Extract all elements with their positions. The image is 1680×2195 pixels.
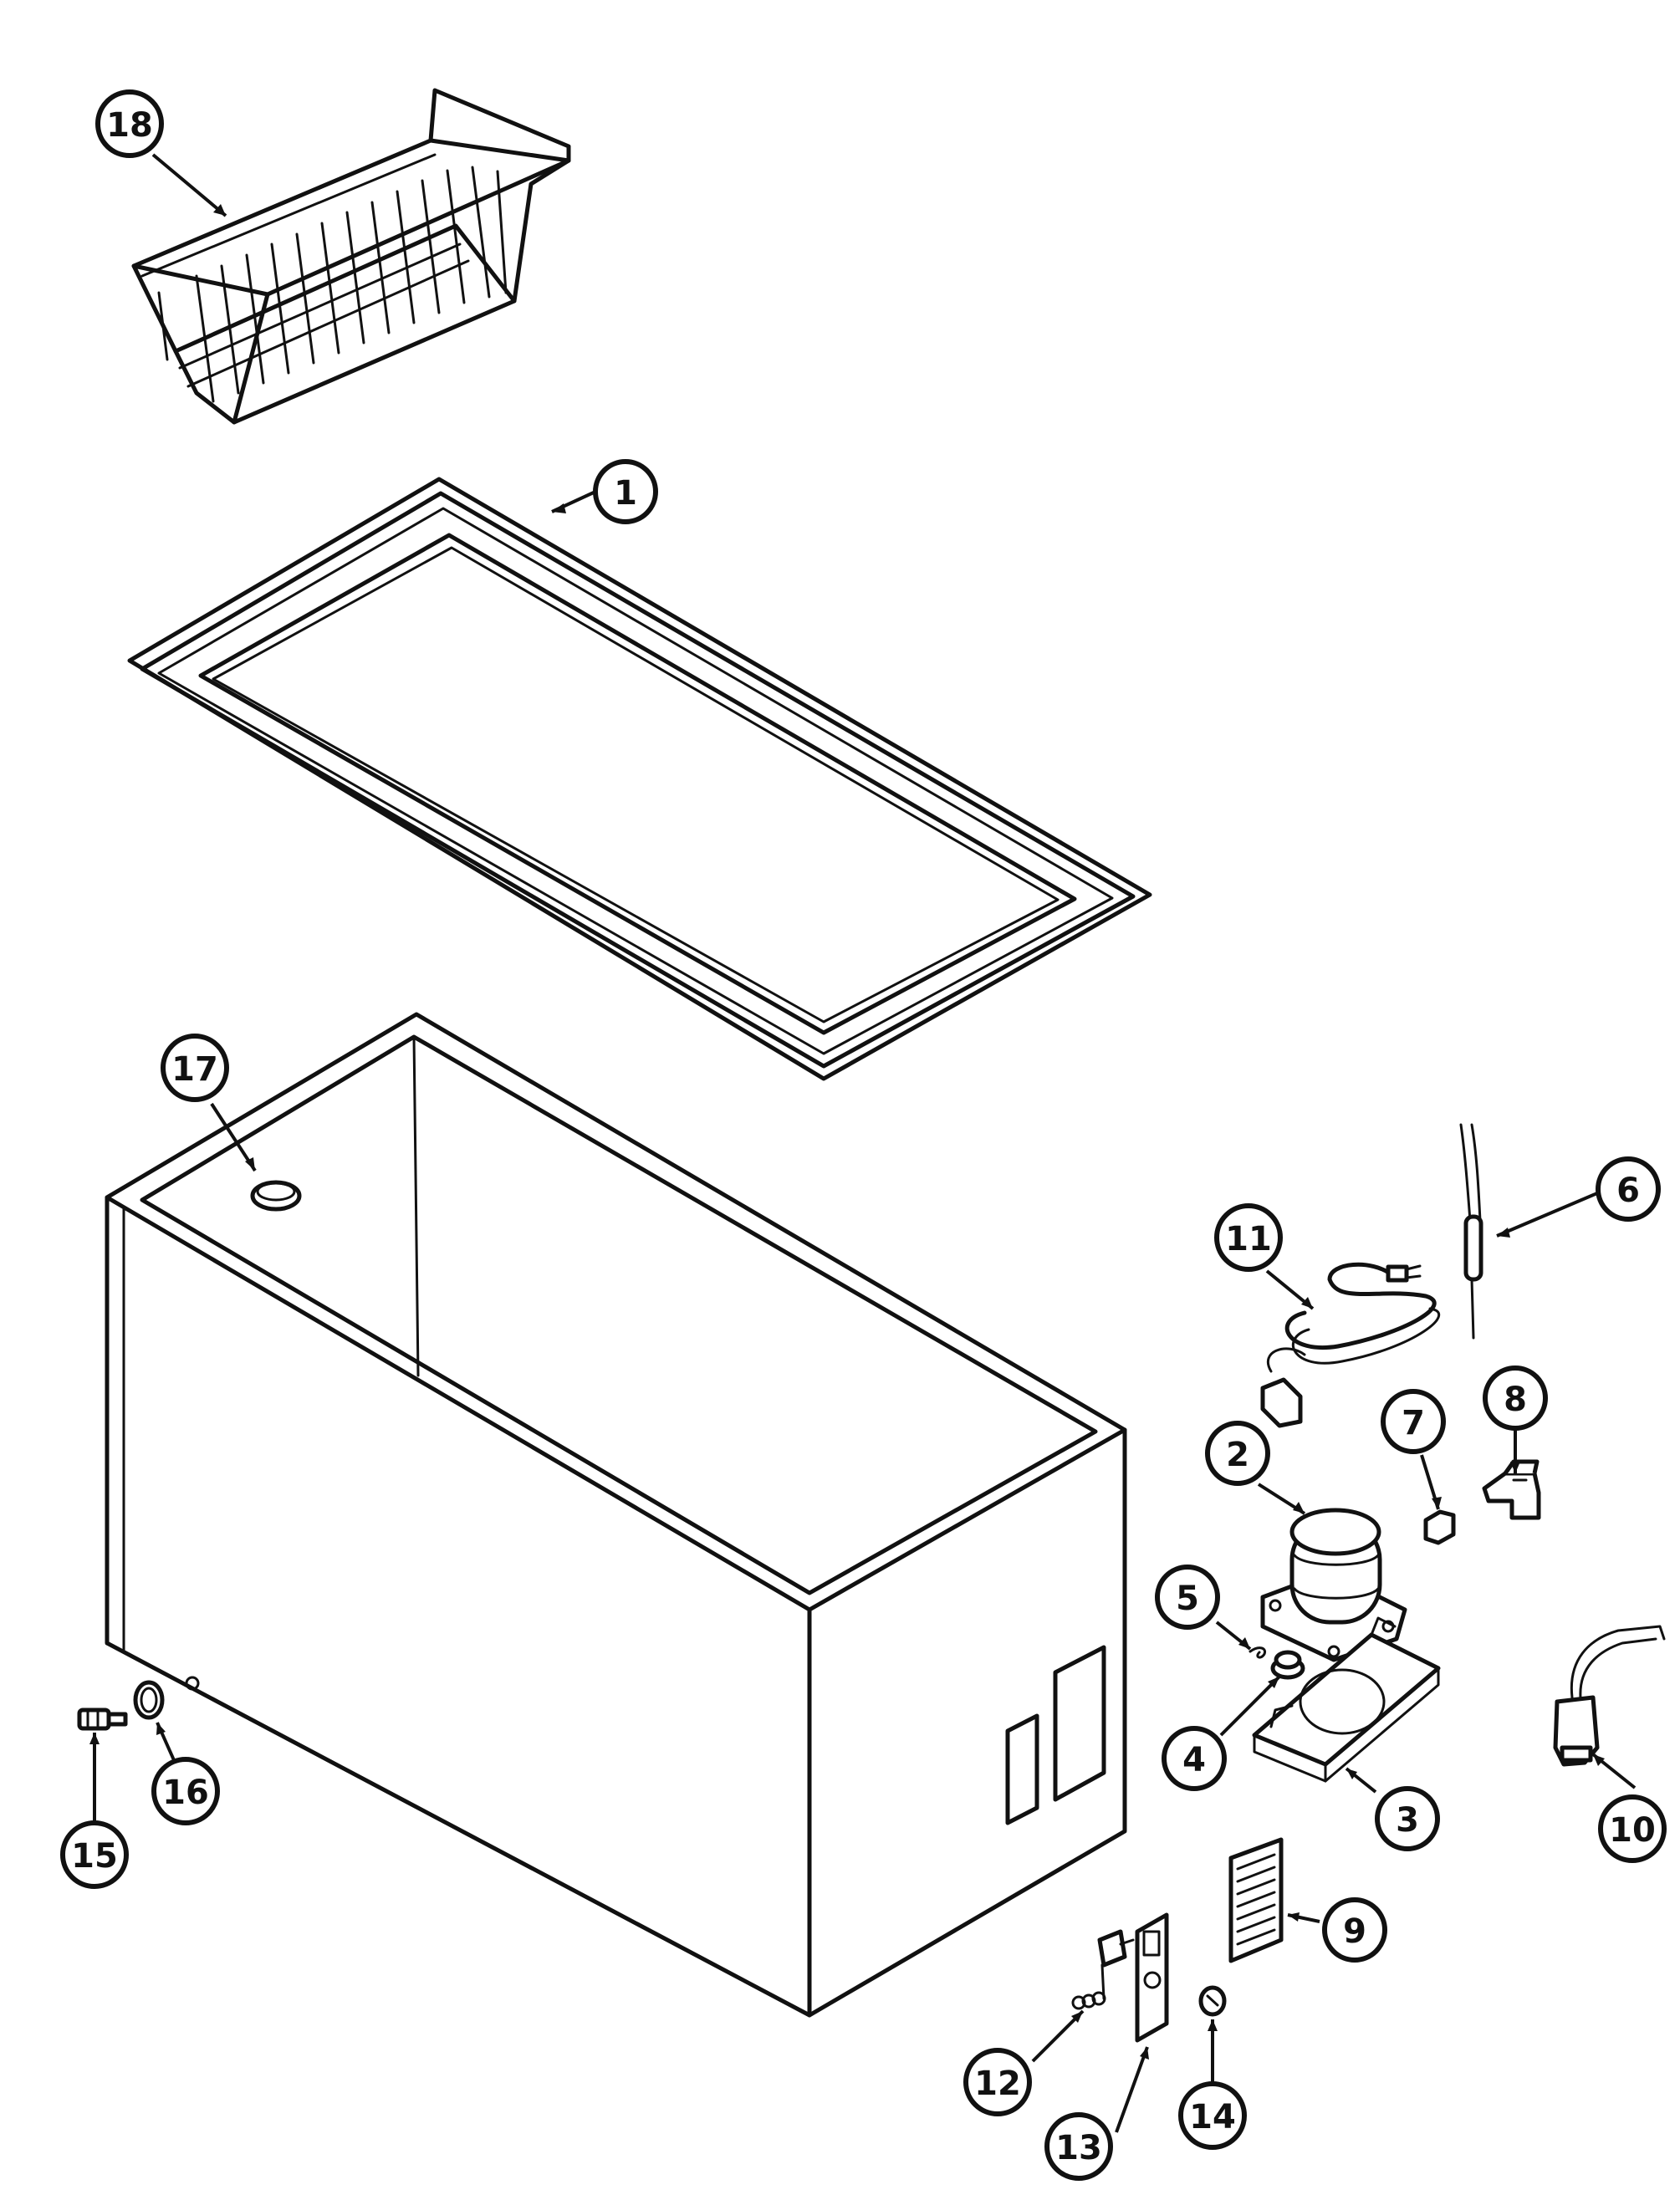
svg-text:5: 5 (1176, 1580, 1199, 1618)
compressor (1260, 1508, 1407, 1662)
knob (1198, 1985, 1227, 2017)
svg-text:7: 7 (1402, 1404, 1425, 1442)
svg-text:18: 18 (106, 106, 153, 145)
harness-connector (1553, 1625, 1666, 1767)
wire-basket (131, 88, 571, 425)
lid (127, 477, 1152, 1081)
overload (1423, 1509, 1456, 1545)
callout-10: 10 (1598, 1794, 1667, 1863)
callout-1: 1 (593, 459, 658, 524)
svg-text:2: 2 (1226, 1436, 1249, 1474)
control-plate (1135, 1912, 1169, 2043)
callout-5: 5 (1155, 1565, 1220, 1630)
svg-text:4: 4 (1182, 1741, 1206, 1779)
basket-wires (157, 166, 508, 403)
compressor-base-plate (1252, 1616, 1441, 1783)
relay (1482, 1459, 1541, 1520)
cabinet (105, 1012, 1127, 2018)
cabinet-vents (1005, 1645, 1106, 1825)
drain-fitting (77, 1708, 128, 1731)
callout-7: 7 (1381, 1389, 1446, 1454)
svg-text:6: 6 (1616, 1172, 1640, 1210)
callout-11: 11 (1214, 1203, 1283, 1272)
callout-9: 9 (1322, 1897, 1387, 1963)
callout-3: 3 (1375, 1786, 1440, 1851)
svg-text:17: 17 (171, 1050, 218, 1089)
callout-6: 6 (1596, 1156, 1661, 1222)
callout-2: 2 (1205, 1421, 1270, 1486)
grommet (1270, 1650, 1305, 1680)
svg-text:14: 14 (1189, 2098, 1236, 2136)
vent-grille (1228, 1837, 1284, 1963)
callout-12: 12 (963, 2048, 1032, 2116)
leader-lines (89, 153, 1637, 2133)
callout-8: 8 (1483, 1365, 1548, 1431)
callout-14: 14 (1178, 2081, 1247, 2150)
svg-text:11: 11 (1225, 1220, 1272, 1258)
svg-text:10: 10 (1609, 1811, 1656, 1850)
callout-15: 15 (60, 1820, 129, 1889)
callout-16: 16 (151, 1757, 220, 1825)
svg-text:9: 9 (1343, 1912, 1366, 1951)
svg-text:13: 13 (1055, 2129, 1102, 2167)
callout-13: 13 (1044, 2112, 1113, 2181)
drain-plug (250, 1180, 302, 1212)
svg-text:8: 8 (1504, 1381, 1527, 1419)
sensor-wire (1459, 1123, 1483, 1340)
svg-text:15: 15 (71, 1837, 118, 1876)
clip (1249, 1646, 1267, 1659)
control-switch (1071, 1929, 1135, 2010)
svg-text:1: 1 (614, 474, 637, 513)
cabinet-drain-hole (185, 1676, 200, 1691)
callouts: 18 1 17 6 11 8 7 2 (60, 89, 1667, 2181)
svg-text:3: 3 (1396, 1801, 1419, 1840)
power-cord (1260, 1262, 1441, 1428)
callout-17: 17 (161, 1034, 229, 1102)
callout-18: 18 (95, 89, 164, 158)
svg-text:16: 16 (162, 1774, 209, 1812)
svg-text:12: 12 (974, 2065, 1021, 2103)
callout-4: 4 (1162, 1726, 1227, 1791)
drain-cap (133, 1680, 165, 1720)
